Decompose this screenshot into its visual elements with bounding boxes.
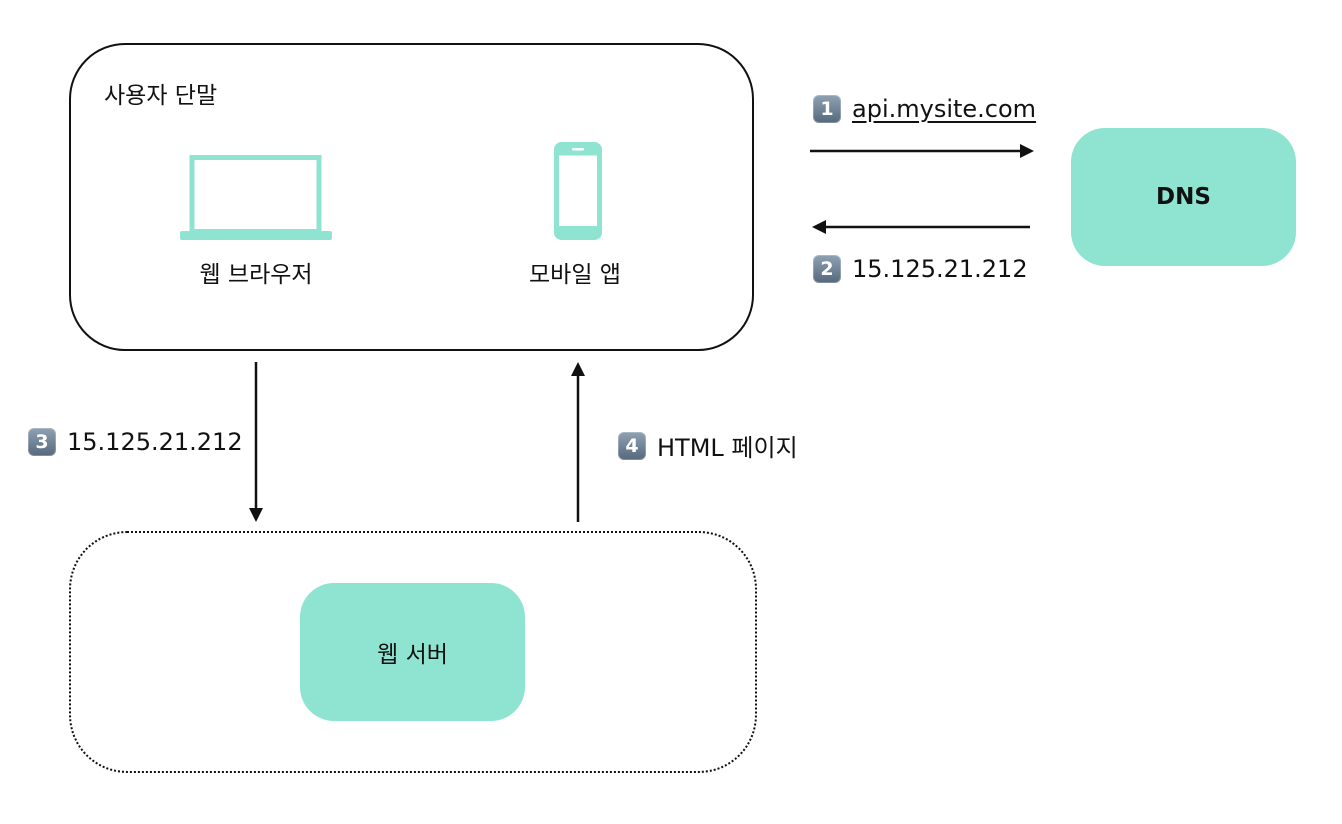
mobile-app-label: 모바일 앱: [529, 262, 621, 288]
arrowhead-request-dns: [1020, 144, 1034, 158]
step-1-label: 1 api.mysite.com: [813, 95, 1036, 123]
smartphone-icon: [554, 142, 602, 240]
step-4-text: HTML 페이지: [657, 434, 798, 462]
step-3-text: 15.125.21.212: [67, 428, 243, 456]
dns-label: DNS: [1156, 184, 1211, 210]
web-server-node: 웹 서버: [300, 583, 525, 721]
dns-node: DNS: [1071, 128, 1296, 266]
server-group: [69, 531, 757, 773]
client-device-group: [69, 43, 754, 351]
arrowhead-response-dns: [812, 220, 826, 234]
step-2-text: 15.125.21.212: [852, 255, 1028, 283]
client-group-title: 사용자 단말: [104, 83, 218, 109]
step-2-label: 2 15.125.21.212: [813, 255, 1028, 283]
step-4-badge: 4: [618, 431, 646, 460]
browser-label: 웹 브라우저: [199, 262, 313, 288]
step-1-text: api.mysite.com: [852, 95, 1037, 123]
arrowhead-request-server: [249, 508, 263, 522]
web-server-label: 웹 서버: [377, 642, 448, 668]
step-1-badge: 1: [813, 95, 841, 123]
step-3-badge: 3: [28, 428, 56, 456]
arrowhead-response-server: [571, 362, 585, 376]
step-2-badge: 2: [813, 255, 841, 283]
step-3-label: 3 15.125.21.212: [28, 428, 243, 456]
step-4-label: 4 HTML 페이지: [618, 428, 798, 463]
laptop-icon: [180, 155, 332, 240]
